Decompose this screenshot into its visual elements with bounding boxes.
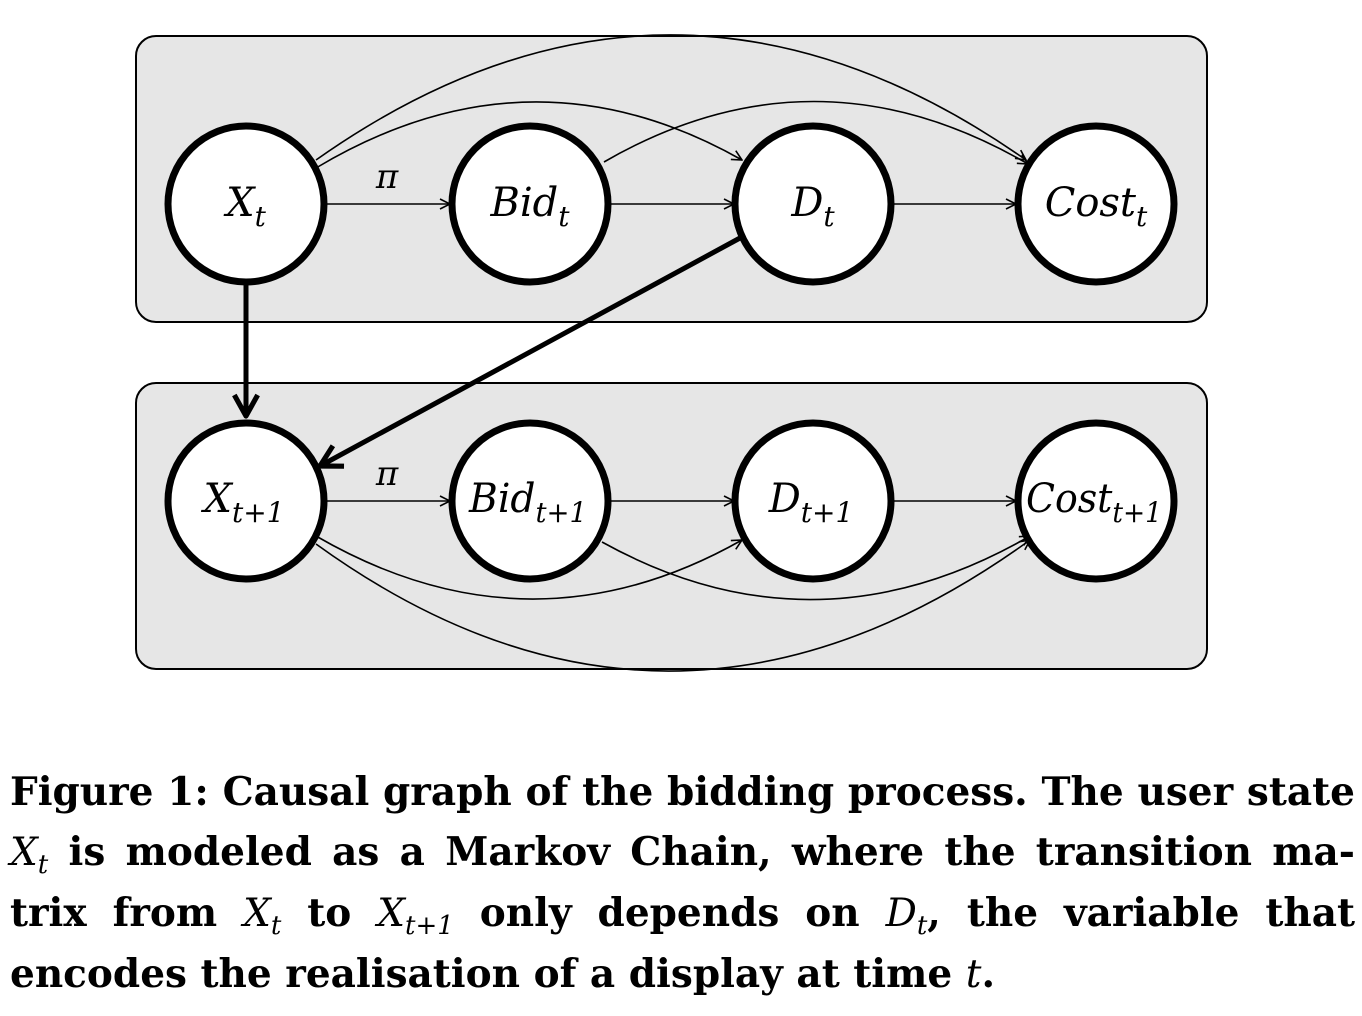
node-d_t-base: D xyxy=(790,180,823,226)
causal-graph: π π Xt Bidt Dt Costt Xt+1 Bidt+1 Dt+1 Co… xyxy=(135,34,1208,672)
node-x_t1: Xt+1 xyxy=(164,419,328,583)
node-cost_t1-base: Cost xyxy=(1026,476,1113,522)
node-bid_t: Bidt xyxy=(448,122,612,286)
caption-math-d-t: Dt xyxy=(885,891,928,939)
plate-time-t xyxy=(135,35,1208,323)
edge-x_t-to-d_t xyxy=(315,101,742,169)
policy-label-top: π xyxy=(375,157,399,197)
svg-text:Costt+1: Costt+1 xyxy=(1026,476,1162,529)
caption-text-1: Figure 1: Causal graph of the bidding pr… xyxy=(10,769,1355,815)
svg-text:Bidt+1: Bidt+1 xyxy=(468,476,587,529)
node-cost_t1: Costt+1 xyxy=(1014,419,1178,583)
node-bid_t-base: Bid xyxy=(489,180,558,226)
edge-bid_t1-to-cost_t1 xyxy=(601,536,1030,601)
edge-x_t1-to-cost_t1 xyxy=(315,540,1030,672)
caption-math-d-t-sub: t xyxy=(916,911,928,941)
caption-text-5: , the variable that encodes the realisat… xyxy=(10,890,1356,997)
caption-math-x-t1: Xt+1 xyxy=(377,891,454,939)
node-bid_t1: Bidt+1 xyxy=(448,419,612,583)
caption-math-x-t: Xt xyxy=(10,830,48,878)
node-d_t: Dt xyxy=(731,122,895,286)
node-d_t1-base: D xyxy=(768,476,801,522)
node-x_t1-base: X xyxy=(200,476,233,522)
figure-caption: Figure 1: Causal graph of the bidding pr… xyxy=(10,762,1355,1005)
caption-math-x-t1-base: X xyxy=(377,891,406,936)
svg-text:Bidt: Bidt xyxy=(489,180,570,233)
caption-math-x-t-2: Xt xyxy=(243,891,281,939)
svg-text:Costt: Costt xyxy=(1045,180,1148,233)
node-x_t: Xt xyxy=(164,122,328,286)
caption-math-t: t xyxy=(965,952,982,997)
caption-math-d-t-base: D xyxy=(885,891,917,936)
svg-text:Dt+1: Dt+1 xyxy=(768,476,854,529)
edge-x_t-to-cost_t xyxy=(315,34,1026,160)
edge-bid_t-to-cost_t xyxy=(603,100,1028,164)
node-cost_t: Costt xyxy=(1014,122,1178,286)
svg-text:Dt: Dt xyxy=(790,180,835,233)
caption-math-x-t-2-sub: t xyxy=(270,911,282,941)
node-d_t-sub: t xyxy=(823,200,835,233)
edge-x_t1-to-d_t1 xyxy=(315,535,742,600)
edge-d_t-to-x_t1 xyxy=(317,235,742,469)
svg-text:Xt: Xt xyxy=(223,180,266,233)
node-cost_t1-sub: t+1 xyxy=(1112,496,1162,529)
caption-math-x-t1-sub: t+1 xyxy=(405,911,454,941)
caption-text-4: only depends on xyxy=(453,890,886,936)
node-x_t-base: X xyxy=(223,180,256,226)
svg-text:Xt+1: Xt+1 xyxy=(200,476,284,529)
policy-label-bottom: π xyxy=(375,454,399,494)
node-d_t1-sub: t+1 xyxy=(801,496,854,529)
caption-text-6: . xyxy=(981,951,996,997)
node-d_t1: Dt+1 xyxy=(731,419,895,583)
caption-math-x-t-2-base: X xyxy=(243,891,271,936)
node-bid_t-sub: t xyxy=(558,200,570,233)
node-bid_t1-sub: t+1 xyxy=(535,496,587,529)
node-cost_t-sub: t xyxy=(1136,200,1148,233)
caption-text-3: to xyxy=(281,890,378,936)
node-x_t1-sub: t+1 xyxy=(232,496,285,529)
node-x_t-sub: t xyxy=(255,200,267,233)
caption-text-2: is modeled as a Markov Chain, where the … xyxy=(10,829,1355,936)
caption-math-x-t-sub: t xyxy=(37,850,49,880)
node-cost_t-base: Cost xyxy=(1045,180,1137,226)
node-bid_t1-base: Bid xyxy=(468,476,535,522)
caption-math-x-t-base: X xyxy=(10,830,38,875)
